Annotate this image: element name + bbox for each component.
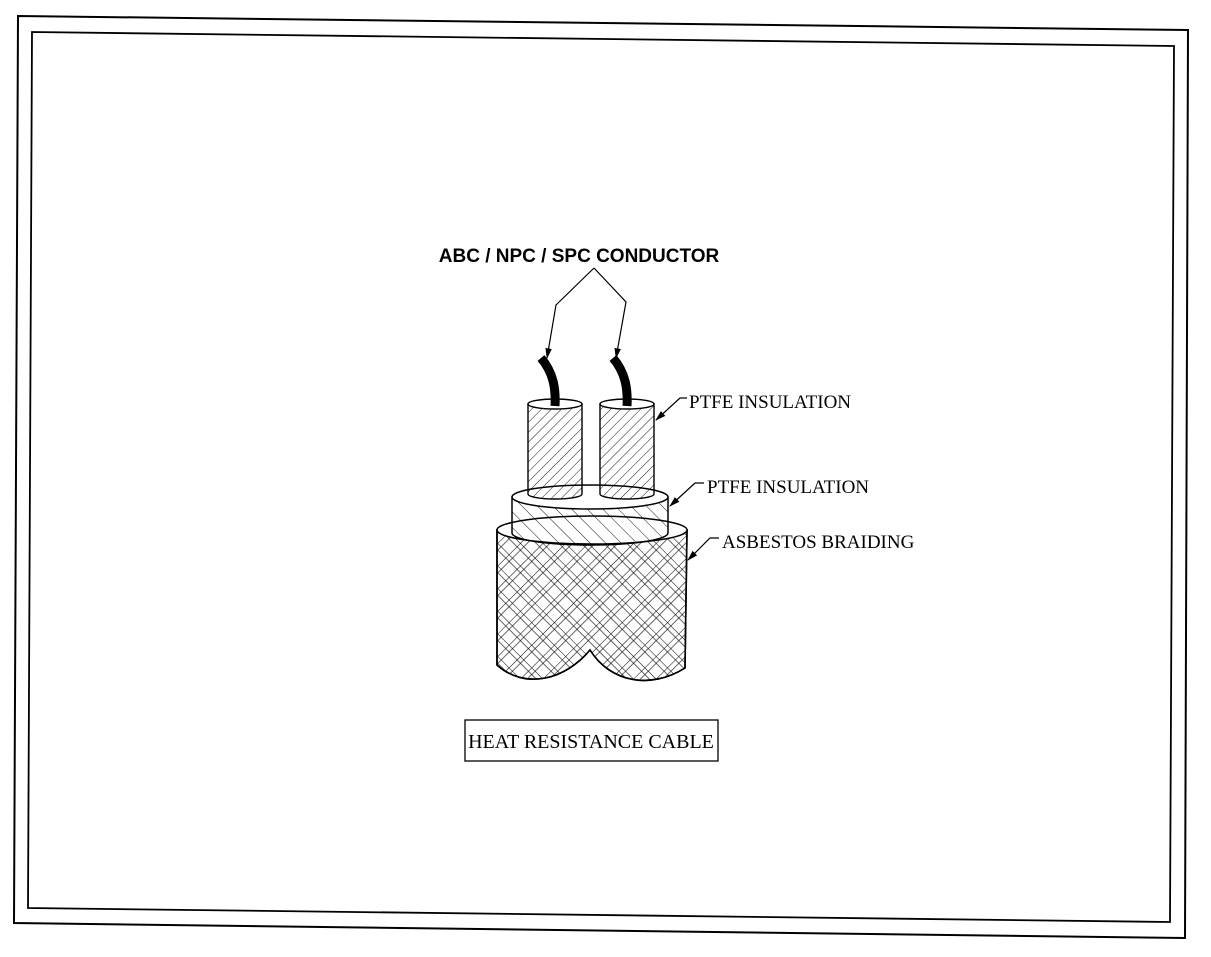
caption-text: HEAT RESISTANCE CABLE bbox=[468, 731, 714, 753]
conductor-label: ABC / NPC / SPC CONDUCTOR bbox=[439, 246, 720, 267]
outer-insulation-label: PTFE INSULATION bbox=[707, 477, 869, 498]
outer-ptfe-insulation-layer bbox=[511, 484, 669, 546]
braiding-leader bbox=[687, 537, 719, 561]
left-insulated-core bbox=[527, 398, 583, 500]
conductor-leader-left bbox=[545, 267, 595, 360]
braiding-label: ASBESTOS BRAIDING bbox=[722, 532, 915, 553]
outer-insulation-leader bbox=[669, 482, 704, 507]
left-conductor bbox=[537, 355, 560, 407]
conductor-leader-right bbox=[593, 267, 627, 360]
inner-insulation-label: PTFE INSULATION bbox=[689, 392, 851, 413]
inner-insulation-leader bbox=[655, 397, 687, 421]
right-conductor bbox=[609, 355, 632, 407]
right-insulated-core bbox=[599, 398, 655, 500]
outer-frame bbox=[12, 14, 1190, 940]
caption-box bbox=[464, 719, 719, 762]
inner-frame bbox=[27, 31, 1175, 923]
